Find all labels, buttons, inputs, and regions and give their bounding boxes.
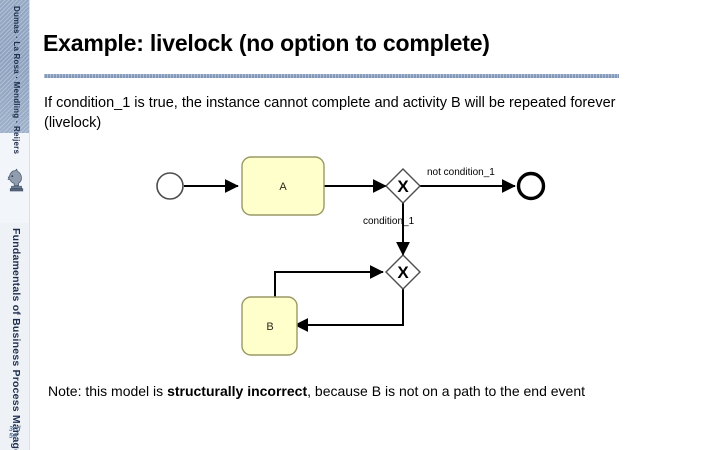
start-event [156,172,184,200]
sidebar-bottom-band [0,223,30,450]
flow-label-not-condition: not condition_1 [427,167,495,178]
bpmn-diagram: A X not condition_1 condition_1 X B [120,145,590,380]
note-suffix: , because B is not on a path to the end … [307,383,585,399]
sidebar-top-band [0,0,30,133]
chess-knight-icon [5,166,27,196]
title-divider-rule [44,74,619,78]
xor-merge-shape [385,254,421,290]
flow-label-condition: condition_1 [363,216,415,227]
sequence-flows [184,179,516,332]
footer-note: Note: this model is structurally incorre… [48,383,698,399]
sidebar-book-title: Fundamentals of Business Process Managem… [10,228,22,450]
body-paragraph: If condition_1 is true, the instance can… [44,95,616,131]
task-a: A [241,156,325,216]
note-prefix: Note: this model is [48,383,168,399]
xor-merge-marker: X [397,263,409,282]
task-a-label: A [279,181,287,193]
sidebar-authors-text: Dumas · La Rosa · Mendling · Reijers [12,6,21,155]
xor-split-shape [385,168,421,204]
sidebar-edge-divider [29,0,30,450]
xor-merge-gateway: X [385,254,421,290]
task-b-label: B [266,321,273,333]
page-title: Example: livelock (no option to complete… [43,30,490,56]
task-b: B [241,296,298,356]
note-emphasis: structurally incorrect [167,383,308,399]
xor-split-marker: X [397,177,409,196]
slide-sidebar: Dumas · La Rosa · Mendling · Reijers Fun… [0,0,30,450]
flow-merge-to-b [294,289,404,332]
task-a-shape [241,156,325,216]
end-event [516,171,546,201]
task-b-shape [241,296,298,356]
xor-split-gateway: X [385,168,421,204]
slide-number: 3rd 50 [9,426,21,440]
